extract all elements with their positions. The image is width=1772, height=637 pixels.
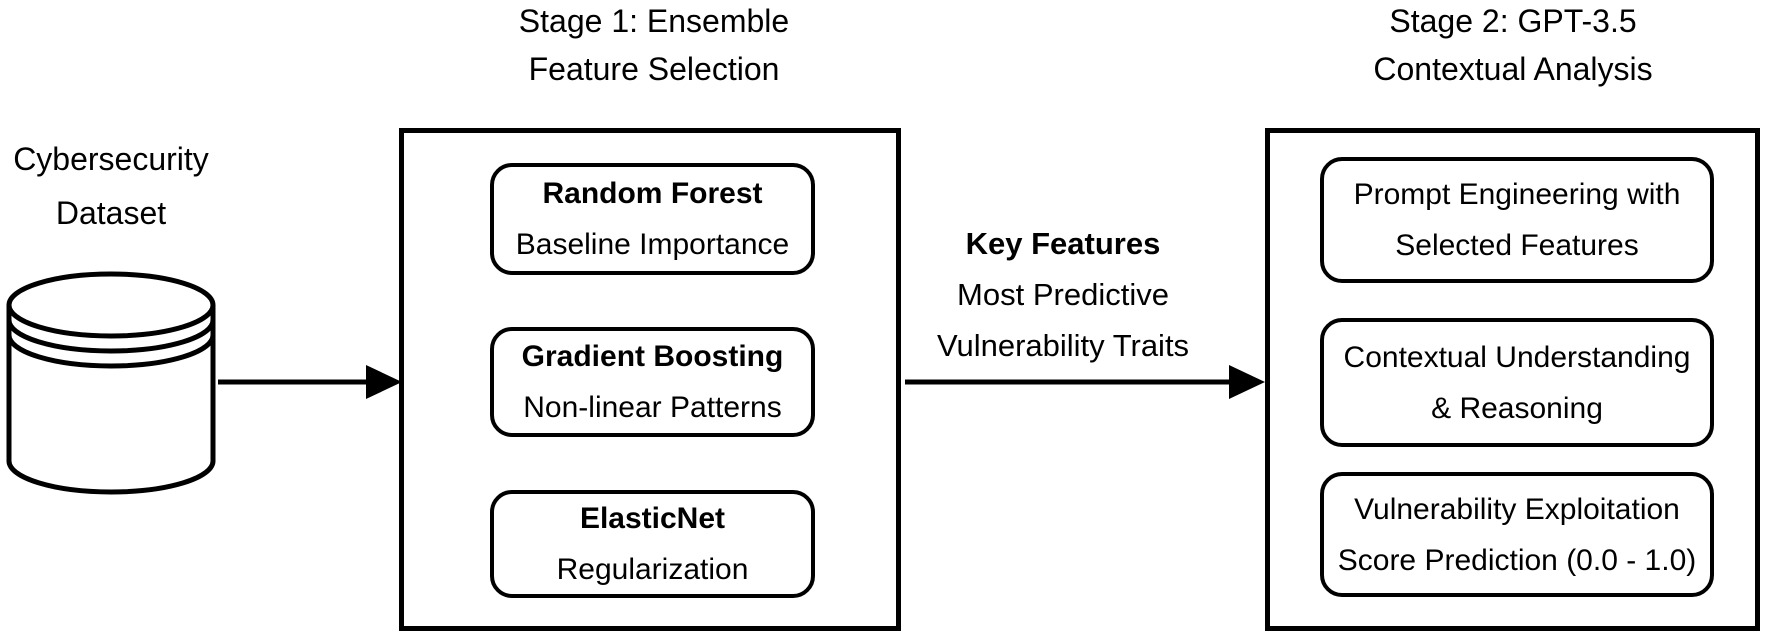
node-gradient-boosting: Gradient Boosting Non-linear Patterns [490, 327, 815, 437]
stage1-title-line1: Stage 1: Ensemble [518, 3, 790, 39]
node-gradient-boosting-subtitle: Non-linear Patterns [523, 391, 782, 424]
node-elasticnet: ElasticNet Regularization [490, 490, 815, 598]
stage2-title-line2: Contextual Analysis [1373, 51, 1653, 87]
dataset-label-line1: Cybersecurity [13, 141, 209, 177]
dataset-label-line2: Dataset [55, 195, 167, 231]
node-gradient-boosting-title: Gradient Boosting [521, 340, 784, 373]
arrowhead-icon [366, 365, 402, 399]
node-elasticnet-title: ElasticNet [579, 502, 726, 535]
node-random-forest-title: Random Forest [542, 177, 763, 210]
arrow-dataset-to-stage1 [218, 365, 402, 399]
node-prompt-engineering-line2: Selected Features [1395, 229, 1639, 262]
node-random-forest: Random Forest Baseline Importance [490, 163, 815, 275]
database-cylinder-icon [6, 271, 216, 495]
key-features-line2: Most Predictive [957, 277, 1169, 312]
node-score-prediction-line2: Score Prediction (0.0 - 1.0) [1337, 543, 1697, 577]
key-features-line3: Vulnerability Traits [936, 328, 1190, 363]
node-contextual-understanding-line2: & Reasoning [1431, 391, 1603, 425]
arrowhead-icon [1229, 365, 1265, 399]
node-contextual-understanding-line1: Contextual Understanding [1343, 340, 1691, 374]
stage1-title: Stage 1: Ensemble Feature Selection [454, 0, 854, 93]
node-prompt-engineering-line1: Prompt Engineering with [1353, 178, 1681, 211]
node-prompt-engineering: Prompt Engineering with Selected Feature… [1320, 157, 1714, 283]
arrow-stage1-to-stage2 [905, 365, 1265, 399]
node-elasticnet-subtitle: Regularization [556, 553, 749, 586]
stage2-title-line1: Stage 2: GPT-3.5 [1389, 3, 1637, 39]
stage1-title-line2: Feature Selection [528, 51, 780, 87]
node-score-prediction: Vulnerability Exploitation Score Predict… [1320, 472, 1714, 597]
stage2-title: Stage 2: GPT-3.5 Contextual Analysis [1313, 0, 1713, 93]
node-contextual-understanding: Contextual Understanding & Reasoning [1320, 318, 1714, 447]
node-score-prediction-line1: Vulnerability Exploitation [1354, 492, 1680, 526]
dataset-label: Cybersecurity Dataset [0, 132, 223, 240]
node-random-forest-subtitle: Baseline Importance [515, 228, 790, 261]
key-features-title: Key Features [965, 226, 1161, 261]
key-features-label: Key Features Most Predictive Vulnerabili… [883, 218, 1243, 371]
